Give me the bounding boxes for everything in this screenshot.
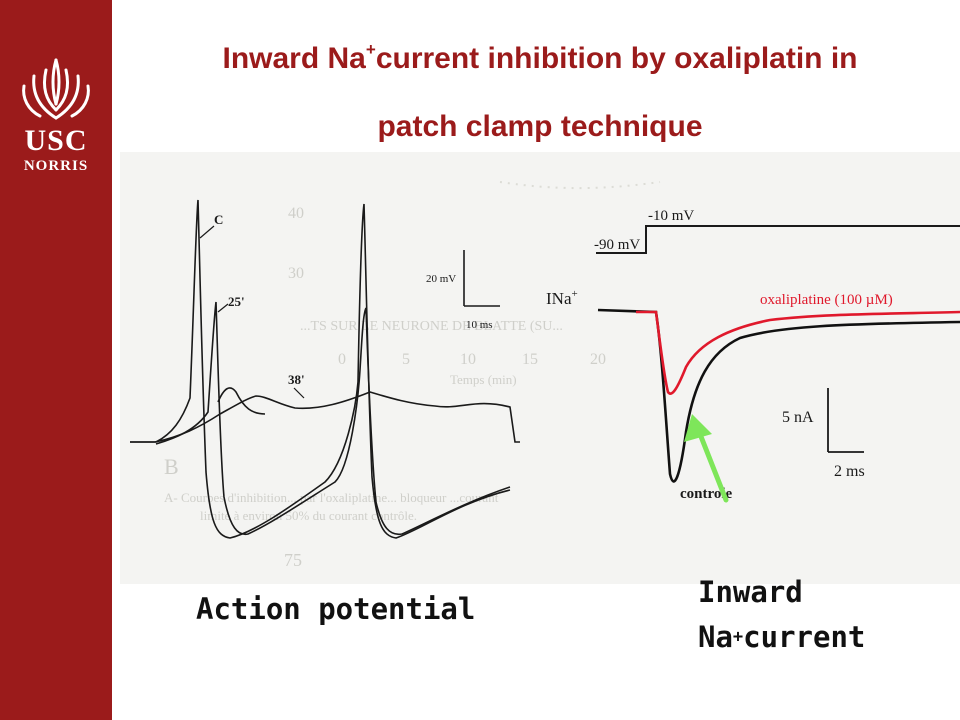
ap-trace-25: [155, 301, 511, 536]
title-text-pre: Inward Na: [222, 42, 366, 75]
slide-title-line2: patch clamp technique: [377, 110, 703, 143]
bg-panel-letter: B: [164, 454, 179, 479]
left-scale-voltage: 20 mV: [426, 273, 456, 285]
control-current-trace: [597, 308, 960, 483]
bg-tick-x4: 20: [590, 351, 606, 368]
trace-label-25: 25': [228, 294, 245, 309]
bg-tick-x0: 0: [338, 351, 346, 368]
caption-na-sup: +: [732, 627, 744, 647]
usc-norris-logo: USC NORRIS: [10, 50, 102, 190]
trace-label-c: C: [214, 212, 223, 227]
title-text-post: current inhibition by oxaliplatin in: [375, 42, 858, 75]
title-superscript: +: [365, 40, 376, 59]
bg-tick-x3: 15: [522, 351, 538, 368]
flame-hands-icon: [22, 58, 90, 120]
label-38-pointer: [293, 387, 305, 399]
left-scale-time: 10 ms: [466, 319, 493, 331]
caption-inward-line2: Na+current: [698, 615, 865, 660]
label-25-pointer: [217, 303, 229, 313]
ina-axis-label: INa+: [546, 288, 578, 308]
bg-tick-30: 30: [288, 265, 304, 282]
caption-na-text: Na: [698, 620, 733, 654]
bg-faint-curve: [499, 181, 661, 190]
bg-xlabel: Temps (min): [450, 372, 517, 387]
right-scale-time: 2 ms: [834, 463, 865, 480]
scanned-figure: 40 30 0 5 10 15 20 Temps (min) ...TS SUR…: [120, 152, 960, 584]
left-scale-bar: 20 mV 10 ms: [426, 250, 500, 331]
ap-trace-c: [130, 199, 511, 539]
trace-label-38: 38': [288, 372, 305, 387]
action-potential-traces: [130, 199, 520, 539]
logo-usc-text: USC: [24, 124, 88, 157]
sidebar-band: USC NORRIS: [0, 0, 112, 720]
figure-canvas: 40 30 0 5 10 15 20 Temps (min) ...TS SUR…: [120, 152, 960, 584]
label-c-pointer: [199, 225, 215, 239]
bg-legend-line1: A- Courbes d'inhibition... par l'oxalipl…: [164, 490, 499, 505]
oxaliplatin-legend: oxaliplatine (100 µM): [760, 292, 893, 308]
slide-title-line1: Inward Na+current inhibition by oxalipla…: [120, 40, 960, 76]
caption-inward-current: Inward Na+current: [698, 570, 865, 660]
bg-header-fragment: ...TS SUR LE NEURONE DE BLATTE (SU...: [300, 319, 563, 334]
voltage-protocol: -10 mV -90 mV: [594, 208, 960, 254]
caption-inward-line1: Inward: [698, 575, 803, 609]
bg-tick-40: 40: [288, 205, 304, 222]
right-scale-bar: 5 nA 2 ms: [782, 388, 865, 480]
ina-axis-sup: +: [571, 288, 577, 300]
oxaliplatin-current-trace: [636, 310, 960, 395]
bg-legend-line2: limite à environ 50% du courant contrôle…: [200, 508, 417, 523]
green-arrow: [684, 414, 729, 503]
bg-tick-x1: 5: [402, 351, 410, 368]
right-scale-current: 5 nA: [782, 409, 814, 426]
caption-action-potential: Action potential: [196, 592, 476, 626]
ina-axis-text: INa: [546, 289, 572, 308]
bg-tick-75: 75: [284, 550, 302, 570]
ap-trace-25-hump: [217, 387, 266, 415]
protocol-label-high: -10 mV: [648, 208, 694, 224]
protocol-label-low: -90 mV: [594, 237, 640, 253]
caption-current-text: current: [743, 620, 866, 654]
bg-tick-x2: 10: [460, 351, 476, 368]
logo-norris-text: NORRIS: [23, 158, 89, 174]
